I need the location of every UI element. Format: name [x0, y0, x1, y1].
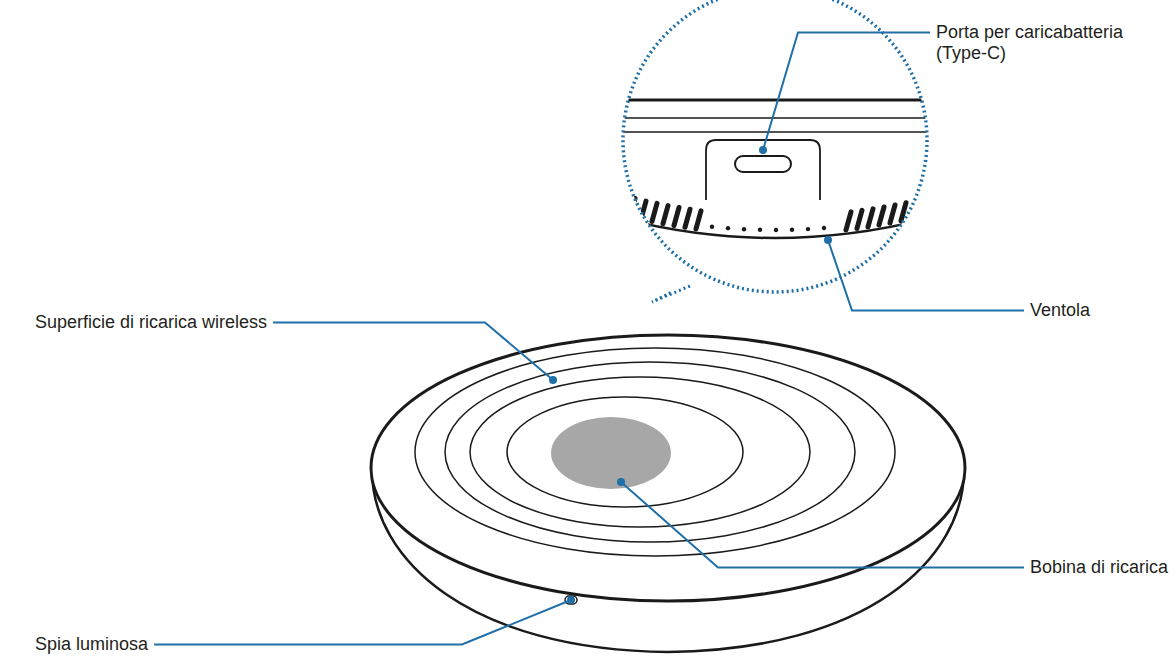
ring-gap: [850, 470, 862, 500]
leader-line: [154, 600, 571, 645]
leader-line: [763, 33, 930, 151]
zoom-circle: [623, 0, 927, 292]
charging-coil: [551, 417, 671, 489]
part-label: Bobina di ricarica: [1030, 557, 1168, 578]
surface-ring: [415, 348, 895, 556]
charger-top-rim: [371, 335, 965, 601]
surface-ring: [445, 362, 855, 542]
zoom-pointer: [652, 286, 690, 302]
part-label: Porta per caricabatteria (Type-C): [936, 22, 1168, 64]
leader-dot: [567, 596, 575, 604]
leader-line: [273, 323, 553, 381]
leader-dot: [617, 478, 625, 486]
indicator-light: [565, 596, 577, 604]
surface-ring: [507, 397, 743, 507]
leader-line: [621, 482, 1024, 568]
part-label: Ventola: [1030, 300, 1090, 321]
leader-dot: [824, 236, 832, 244]
leader-line: [828, 240, 1024, 311]
leader-dot: [549, 376, 557, 384]
part-label: Spia luminosa: [35, 634, 148, 655]
surface-ring: [470, 377, 810, 527]
zoom-detail: [600, 0, 960, 310]
leader-dot: [759, 146, 767, 154]
part-label: Superficie di ricarica wireless: [35, 312, 267, 333]
